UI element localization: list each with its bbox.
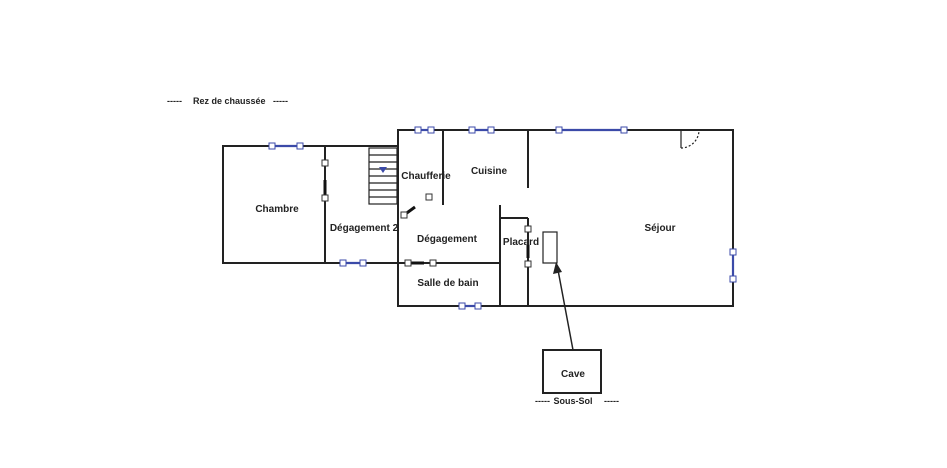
room-label-chambre: Chambre [255,204,299,215]
basement-heading: ----- Sous-Sol ----- [535,396,619,406]
room-label-cave: Cave [561,369,585,380]
main-block-outline [397,129,734,307]
window-cuisine [468,126,495,134]
ground-floor-heading: ----- Rez de chaussée ----- [167,96,288,106]
room-labels: Chambre Dégagement 2 Chaufferie Cuisine … [255,166,675,380]
heading-dashes-left: ----- [535,396,550,406]
stairs-arrow-icon [379,167,387,173]
room-label-degagement2: Dégagement 2 [330,223,399,234]
door-salle-de-bain [404,259,437,267]
window-salle-de-bain [458,302,482,310]
basement-access [542,231,574,351]
room-label-sejour: Séjour [644,223,675,234]
heading-dashes-right: ----- [604,396,619,406]
doors [321,129,700,268]
door-chambre [321,159,329,202]
basement-heading-text: Sous-Sol [553,396,592,406]
ground-floor-heading-text: Rez de chaussée [193,96,266,106]
exterior-walls [222,129,734,307]
window-sejour-top [555,126,628,134]
windows [268,126,737,310]
arrow-up-icon [553,262,562,274]
window-degagement2 [339,259,367,267]
room-label-chaufferie: Chaufferie [401,171,451,182]
room-label-placard: Placard [503,237,539,248]
cave-room [542,349,602,394]
staircase [368,147,398,205]
window-sejour-right [729,248,737,283]
door-entrance-sejour [680,129,700,149]
wing-left [222,145,399,264]
window-chambre [268,142,304,150]
room-label-cuisine: Cuisine [471,166,508,177]
basement-hatch [542,231,558,264]
heading-dashes-right: ----- [273,96,288,106]
window-chaufferie [414,126,435,134]
room-label-degagement: Dégagement [417,234,478,245]
basement-arrow-line [557,269,574,351]
door-chaufferie [400,193,433,219]
room-label-salle-de-bain: Salle de bain [417,278,478,289]
heading-dashes-left: ----- [167,96,182,106]
door-placard [524,225,532,268]
